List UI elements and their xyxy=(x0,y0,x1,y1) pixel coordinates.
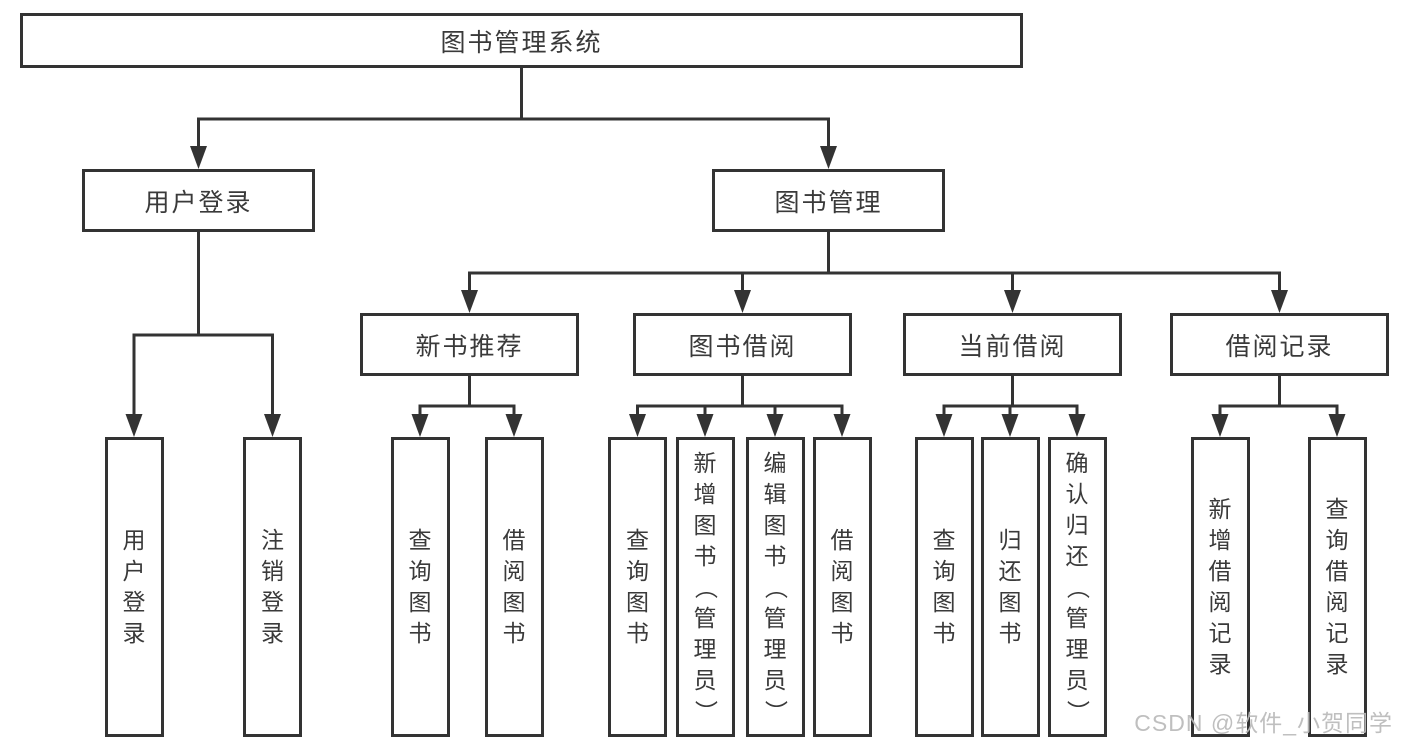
leaf-return-books: 归还图书 xyxy=(980,437,1040,737)
leaf-user-login: 用户登录 xyxy=(104,437,164,737)
leaf-logout: 注销登录 xyxy=(243,437,302,737)
csdn-watermark: CSDN @软件_小贺同学 xyxy=(1134,710,1393,736)
leaf-add-borrow-record: 新增借阅记录 xyxy=(1190,437,1250,737)
leaf-query-borrow-record: 查询借阅记录 xyxy=(1307,437,1367,737)
node-current-borrowing: 当前借阅 xyxy=(903,313,1122,376)
node-label: 新增图书（管理员） xyxy=(692,449,719,723)
leaf-query-books-recommend: 查询图书 xyxy=(390,437,450,737)
node-borrowing-records: 借阅记录 xyxy=(1170,313,1389,376)
node-book-borrowing: 图书借阅 xyxy=(633,313,852,376)
leaf-add-books-admin: 新增图书（管理员） xyxy=(675,437,735,737)
node-label: 图书管理 xyxy=(774,188,883,217)
leaf-borrow-books: 借阅图书 xyxy=(812,437,872,737)
node-label: 查询图书 xyxy=(932,527,956,646)
node-label: 借阅图书 xyxy=(830,527,854,646)
node-label: 查询借阅记录 xyxy=(1325,496,1349,677)
leaf-query-books-borrow: 查询图书 xyxy=(608,437,667,737)
node-user-login: 用户登录 xyxy=(82,169,315,232)
node-label: 注销登录 xyxy=(261,527,284,646)
node-label: 新增借阅记录 xyxy=(1208,496,1232,677)
node-label: 归还图书 xyxy=(998,527,1022,646)
node-label: 编辑图书（管理员） xyxy=(762,449,789,723)
node-library-management-system: 图书管理系统 xyxy=(20,13,1023,68)
leaf-borrow-books-recommend: 借阅图书 xyxy=(484,437,544,737)
node-label: 查询图书 xyxy=(408,527,432,646)
node-label: 借阅图书 xyxy=(502,527,526,646)
node-label: 用户登录 xyxy=(144,188,253,217)
node-label: 查询图书 xyxy=(626,527,649,646)
leaf-confirm-return-admin: 确认归还（管理员） xyxy=(1047,437,1107,737)
node-new-book-recommendation: 新书推荐 xyxy=(360,313,579,376)
node-label: 借阅记录 xyxy=(1225,332,1334,361)
node-label: 新书推荐 xyxy=(415,332,524,361)
node-label: 确认归还（管理员） xyxy=(1064,449,1091,723)
leaf-query-books-current: 查询图书 xyxy=(914,437,974,737)
leaf-edit-books-admin: 编辑图书（管理员） xyxy=(745,437,805,737)
node-book-management: 图书管理 xyxy=(712,169,945,232)
node-label: 当前借阅 xyxy=(958,332,1067,361)
node-label: 图书管理系统 xyxy=(440,28,603,57)
node-label: 图书借阅 xyxy=(688,332,797,361)
node-label: 用户登录 xyxy=(122,527,146,646)
